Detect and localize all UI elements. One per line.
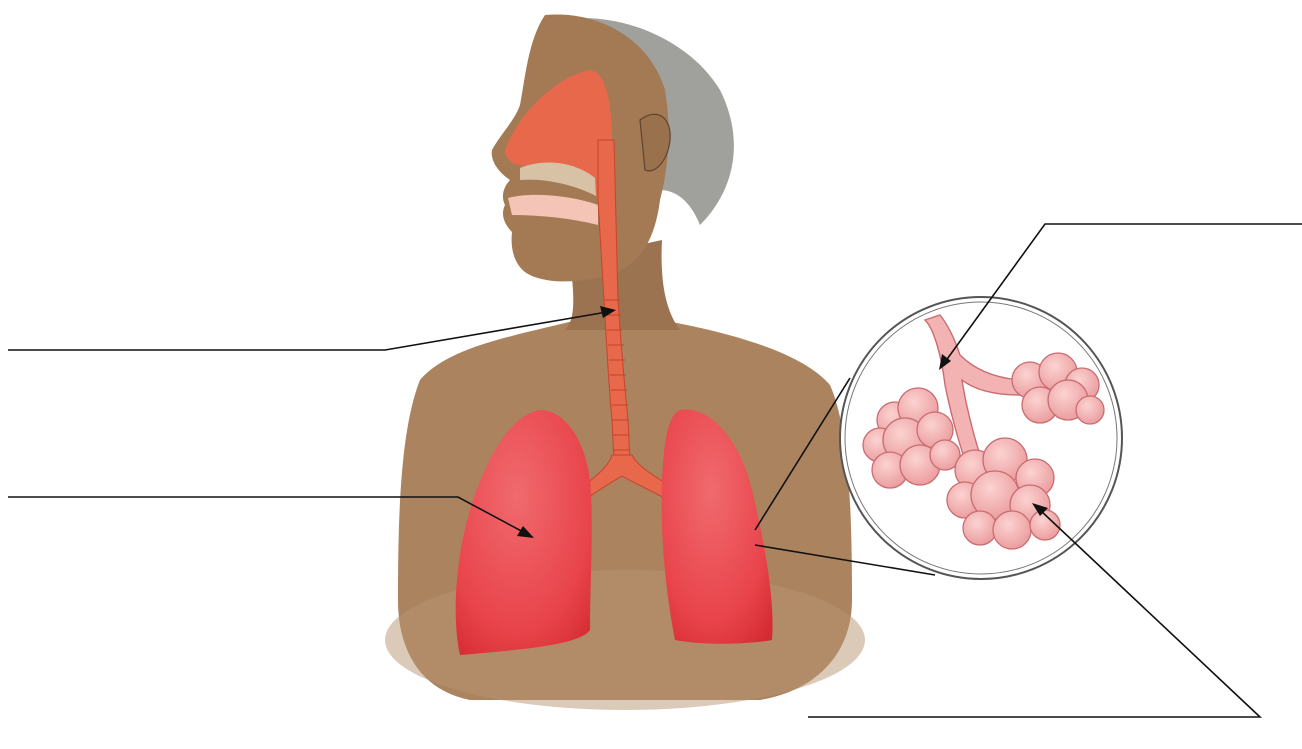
alveoli-magnifier	[840, 297, 1122, 579]
human-figure	[385, 14, 865, 710]
